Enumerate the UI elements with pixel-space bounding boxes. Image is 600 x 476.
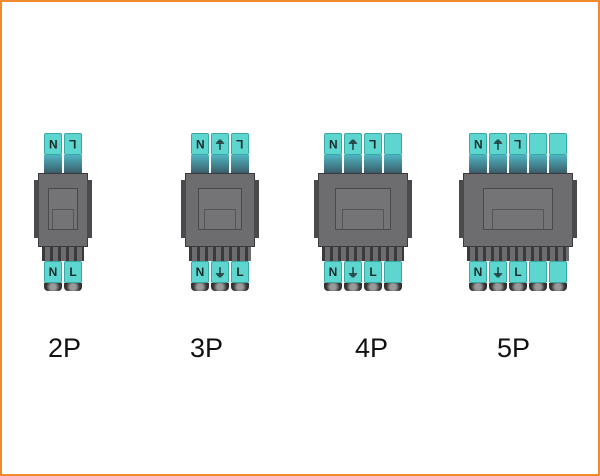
pole-label: L bbox=[369, 265, 377, 279]
pole-label: N bbox=[195, 265, 205, 279]
terminal-tab: N bbox=[469, 261, 487, 283]
connector-label: 3P bbox=[190, 333, 224, 363]
pole-label: N bbox=[328, 137, 338, 151]
release-window bbox=[198, 188, 242, 230]
release-window bbox=[483, 188, 553, 230]
terminal-tab bbox=[549, 133, 567, 155]
pole-label: L bbox=[236, 137, 244, 151]
ground-icon: ⏚ bbox=[346, 136, 359, 151]
terminal-tab: ⏚ bbox=[489, 133, 507, 155]
terminal-tab bbox=[549, 261, 567, 283]
screw-icon bbox=[469, 283, 487, 291]
terminal-tab: N bbox=[44, 261, 62, 283]
terminal-tab: N bbox=[324, 133, 342, 155]
screw-icon bbox=[191, 283, 209, 291]
pole-label: L bbox=[69, 265, 77, 279]
connector-label: 2P bbox=[48, 333, 82, 363]
terminal-tab: L bbox=[364, 261, 382, 283]
pole-label: L bbox=[514, 137, 522, 151]
ground-icon: ⏚ bbox=[346, 265, 359, 280]
pole-label: N bbox=[473, 265, 483, 279]
pole-label: N bbox=[48, 137, 58, 151]
screw-icon bbox=[364, 283, 382, 291]
terminal-tab: N bbox=[191, 133, 209, 155]
release-window bbox=[47, 188, 79, 230]
terminal-tab: ⏚ bbox=[344, 133, 362, 155]
terminal-tab: N bbox=[191, 261, 209, 283]
screw-icon bbox=[44, 283, 62, 291]
terminal-tab: L bbox=[509, 133, 527, 155]
connector-3p: N ⏚ L N ⏚ L bbox=[181, 133, 259, 291]
ground-icon: ⏚ bbox=[213, 265, 226, 280]
pole-label: L bbox=[69, 137, 77, 151]
terminal-tab bbox=[529, 261, 547, 283]
pole-label: N bbox=[473, 137, 483, 151]
terminal-tab: ⏚ bbox=[344, 261, 362, 283]
pole-label: L bbox=[514, 265, 522, 279]
screw-icon bbox=[549, 283, 567, 291]
terminal-tab: L bbox=[509, 261, 527, 283]
connector-label: 5P bbox=[497, 333, 531, 363]
housing bbox=[181, 173, 259, 247]
pole-label: L bbox=[236, 265, 244, 279]
terminal-tab: N bbox=[324, 261, 342, 283]
terminal-tab bbox=[384, 261, 402, 283]
housing bbox=[34, 173, 92, 247]
pole-label: N bbox=[48, 265, 58, 279]
connector-5p: N ⏚ L N ⏚ L bbox=[459, 133, 577, 291]
screw-icon bbox=[324, 283, 342, 291]
terminal-tab: L bbox=[364, 133, 382, 155]
terminal-tab: L bbox=[231, 261, 249, 283]
screw-icon bbox=[509, 283, 527, 291]
screw-icon bbox=[211, 283, 229, 291]
terminal-tab bbox=[529, 133, 547, 155]
terminal-tab: L bbox=[231, 133, 249, 155]
screw-icon bbox=[64, 283, 82, 291]
screw-icon bbox=[384, 283, 402, 291]
ground-icon: ⏚ bbox=[213, 136, 226, 151]
terminal-tab: N bbox=[469, 133, 487, 155]
connector-label: 4P bbox=[355, 333, 389, 363]
housing bbox=[314, 173, 412, 247]
screw-icon bbox=[231, 283, 249, 291]
housing bbox=[459, 173, 577, 247]
screw-icon bbox=[344, 283, 362, 291]
pole-label: N bbox=[195, 137, 205, 151]
terminal-tab: ⏚ bbox=[211, 261, 229, 283]
ground-icon: ⏚ bbox=[491, 265, 504, 280]
terminal-tab: N bbox=[44, 133, 62, 155]
pole-label: N bbox=[328, 265, 338, 279]
terminal-tab: ⏚ bbox=[489, 261, 507, 283]
connector-4p: N ⏚ L N ⏚ L bbox=[314, 133, 412, 291]
terminal-tab bbox=[384, 133, 402, 155]
terminal-tab: ⏚ bbox=[211, 133, 229, 155]
release-window bbox=[334, 188, 392, 230]
ground-icon: ⏚ bbox=[491, 136, 504, 151]
pole-label: L bbox=[369, 137, 377, 151]
terminal-tab: L bbox=[64, 261, 82, 283]
screw-icon bbox=[489, 283, 507, 291]
screw-icon bbox=[529, 283, 547, 291]
terminal-tab: L bbox=[64, 133, 82, 155]
